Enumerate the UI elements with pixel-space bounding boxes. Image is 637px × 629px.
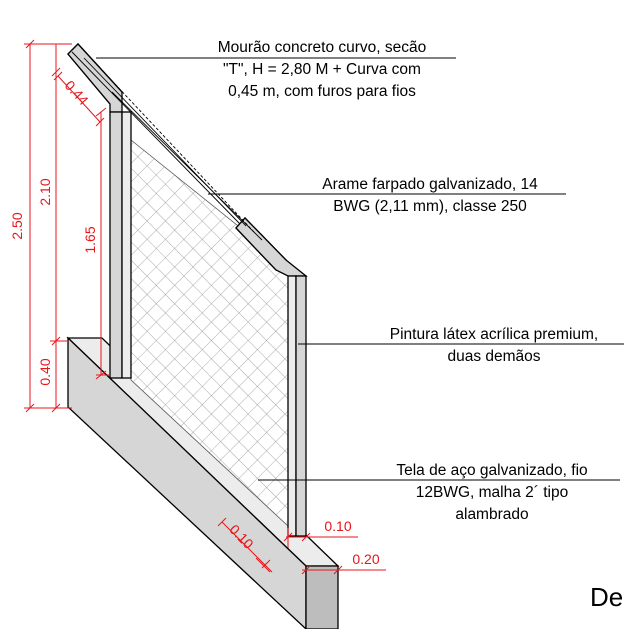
svg-text:BWG (2,11 mm), classe 250: BWG (2,11 mm), classe 250: [333, 198, 527, 215]
svg-text:duas demãos: duas demãos: [447, 348, 540, 365]
dim-base-width: 0.20: [352, 551, 379, 567]
dim-total-height: 2.50: [9, 212, 25, 239]
left-post-shaft-side: [121, 111, 132, 379]
dim-base-height: 0.40: [37, 358, 53, 385]
right-post-shaft-front: [287, 275, 297, 537]
svg-text:Mourão concreto curvo, secão: Mourão concreto curvo, secão: [218, 39, 427, 56]
svg-text:Pintura látex acrílica premium: Pintura látex acrílica premium,: [390, 326, 598, 343]
svg-text:alambrado: alambrado: [455, 506, 528, 523]
dim-post-width: 0.10: [324, 518, 351, 534]
dim-mesh-height: 1.65: [82, 226, 98, 253]
right-concrete-post: [235, 217, 308, 537]
paint-note: Pintura látex acrílica premium, duas dem…: [390, 326, 598, 365]
leader-lines: [96, 57, 624, 481]
barbed-wire-note: Arame farpado galvanizado, 14 BWG (2,11 …: [322, 176, 538, 215]
dimension-lines: [24, 39, 386, 575]
svg-text:Arame farpado galvanizado, 14: Arame farpado galvanizado, 14: [322, 176, 538, 193]
dim-curve-length: 0.44: [62, 77, 92, 108]
svg-text:Tela de aço galvanizado, fio: Tela de aço galvanizado, fio: [396, 462, 587, 479]
base-front-face: [67, 336, 307, 629]
svg-text:0,45 m, com furos para fios: 0,45 m, com furos para fios: [228, 83, 416, 100]
mesh-note: Tela de aço galvanizado, fio 12BWG, malh…: [396, 462, 587, 523]
corner-title-fragment: De: [590, 582, 623, 612]
base-end-face: [305, 565, 339, 629]
left-concrete-post: [67, 43, 132, 379]
left-post-shaft-front: [109, 111, 123, 379]
dim-post-height: 2.10: [37, 178, 53, 205]
barbed-wire-strands: [71, 51, 263, 241]
post-note: Mourão concreto curvo, secão "T", H = 2,…: [218, 39, 427, 100]
right-post-shaft-side: [295, 275, 307, 537]
svg-text:12BWG, malha 2´ tipo: 12BWG, malha 2´ tipo: [416, 484, 568, 501]
svg-text:"T", H = 2,80 M + Curva com: "T", H = 2,80 M + Curva com: [223, 61, 421, 78]
